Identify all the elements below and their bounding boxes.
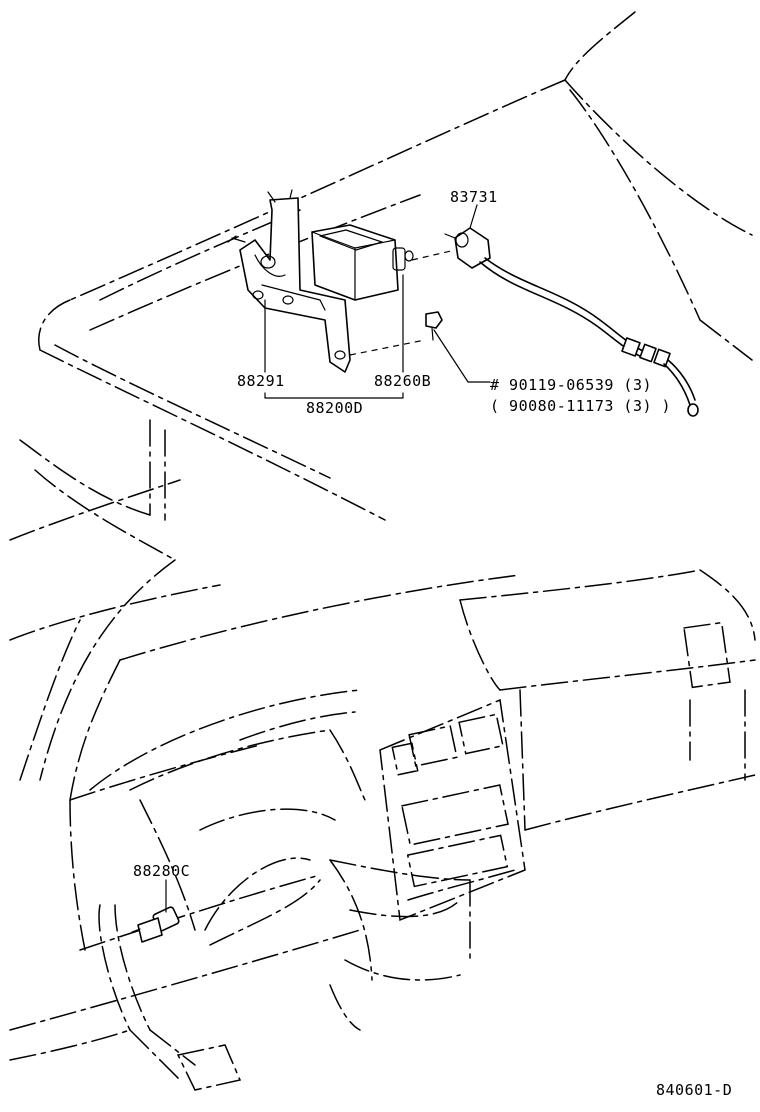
callout-leaders: [165, 204, 491, 913]
center-console: [379, 698, 526, 922]
callout-88260B: 88260B: [374, 372, 431, 390]
callout-83731: 83731: [450, 188, 498, 206]
callout-88200D: 88200D: [306, 399, 363, 417]
vehicle-body-outline: [9, 11, 753, 781]
dashboard-outline: [9, 569, 756, 1061]
pedal-area: [98, 904, 242, 1091]
figure-code: 840601-D: [656, 1081, 732, 1099]
mounting-bracket: [227, 189, 351, 373]
bolt-line: [349, 339, 426, 356]
actuator-cable-icon: [444, 227, 699, 417]
cruise-control-computer-icon: [311, 224, 414, 301]
connector-line: [411, 249, 456, 261]
callout-88280C: 88280C: [133, 862, 190, 880]
callout-bolt-alternate: ( 90080-11173 (3) ): [490, 397, 671, 415]
clutch-switch-icon: [131, 906, 180, 943]
bolt-icon: [425, 311, 443, 341]
callout-88291: 88291: [237, 372, 285, 390]
callout-bolt-primary: # 90119-06539 (3): [490, 376, 652, 394]
